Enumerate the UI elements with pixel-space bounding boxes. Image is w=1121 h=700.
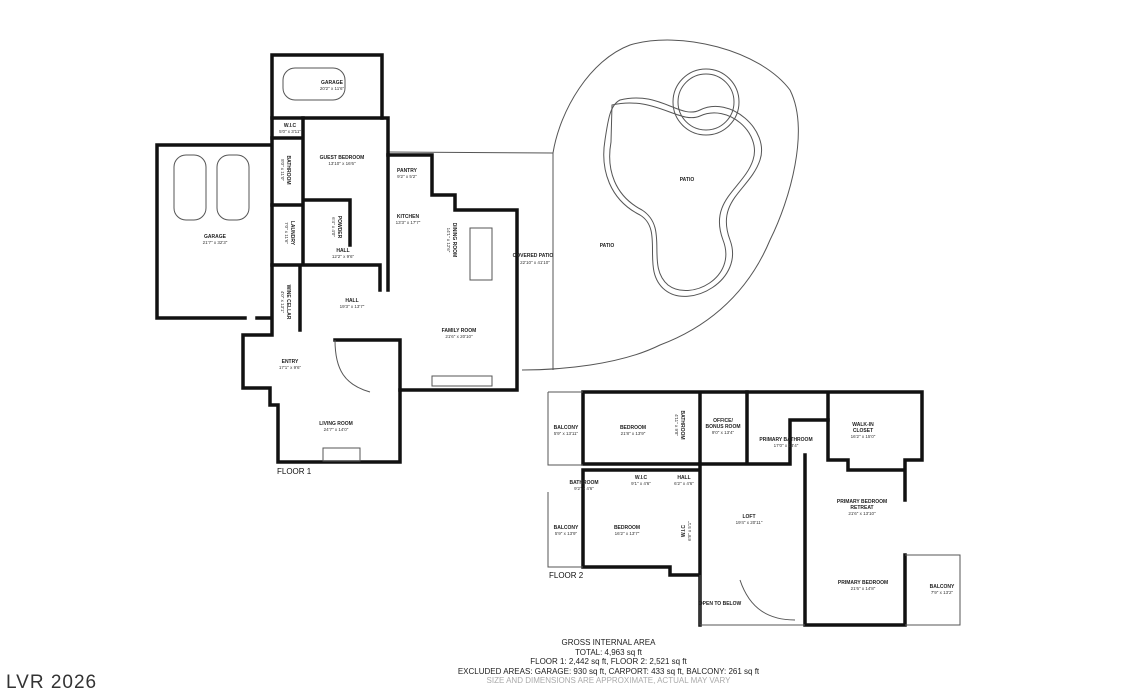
room-label: BATHROOM [569, 480, 598, 486]
room-dimensions: 5'9" x 13'9" [555, 531, 578, 536]
room-label: RETREAT [850, 505, 873, 511]
room-dimensions: 22'10" x 41'10" [520, 260, 550, 265]
fireplace [322, 447, 361, 462]
room-label: WINE CELLAR [285, 285, 291, 320]
floor-2-walls [547, 390, 961, 627]
room-label: POWDER [336, 216, 342, 239]
room-label: BEDROOM [620, 425, 646, 431]
room-label: DINING ROOM [451, 223, 457, 257]
floor-1-title: FLOOR 1 [277, 467, 312, 476]
room-label: PATIO [600, 243, 615, 249]
room-label: FAMILY ROOM [442, 328, 477, 334]
room-label: KITCHEN [397, 214, 420, 220]
room-label: W.I.C [681, 525, 687, 538]
room-label: HALL [336, 248, 349, 254]
car-icon [216, 154, 250, 221]
room-label: PRIMARY BEDROOM [838, 580, 888, 586]
room-dimensions: 24'7" x 14'0" [324, 427, 349, 432]
floor-2-labels: BALCONY 5'9" x 13'11" BEDROOM 21'8" x 13… [549, 410, 955, 607]
room-label: PATIO [680, 177, 695, 183]
room-dimensions: 9'2" x 5'2" [397, 174, 417, 179]
room-dimensions: 5'9" x 13'11" [554, 431, 579, 436]
room-label: GUEST BEDROOM [320, 155, 365, 161]
room-dimensions: 17'0" x 13'4" [774, 443, 799, 448]
car-icon [173, 154, 207, 221]
room-dimensions: 21'7" x 32'3" [203, 240, 228, 245]
room-dimensions: 16'2" x 15'0" [851, 434, 876, 439]
area-summary: GROSS INTERNAL AREA TOTAL: 4,963 sq ft F… [0, 638, 1121, 686]
area-title: GROSS INTERNAL AREA [561, 638, 656, 647]
car-icon [282, 67, 346, 101]
room-dimensions: 4'11" x 9'8" [674, 414, 679, 436]
room-dimensions: 21'8" x 13'9" [621, 431, 646, 436]
room-label: ENTRY [282, 359, 299, 365]
room-dimensions: 12'2" x 9'6" [332, 254, 355, 259]
room-dimensions: 16'2" x 13'7" [615, 531, 640, 536]
room-dimensions: 5'0" x 3'11" [279, 129, 301, 134]
room-dimensions: 21'6" x 20'10" [445, 334, 473, 339]
room-dimensions: 17'1" x 9'6" [279, 365, 302, 370]
room-label: GARAGE [204, 234, 227, 240]
room-dimensions: 19'4" x 20'11" [736, 520, 763, 525]
room-label: HALL [345, 298, 358, 304]
room-dimensions: 6'8" x 5'1" [687, 521, 692, 541]
floor-2-title: FLOOR 2 [549, 571, 584, 580]
room-label: LIVING ROOM [319, 421, 353, 427]
room-dimensions: 21'6" x 14'8" [851, 586, 876, 591]
room-dimensions: 7'0" x 11'6" [284, 222, 289, 244]
area-floors: FLOOR 1: 2,442 sq ft, FLOOR 2: 2,521 sq … [530, 657, 687, 666]
room-label: BEDROOM [614, 525, 640, 531]
room-label: COVERED PATIO [513, 253, 554, 259]
room-dimensions: 20'2" x 11'6" [320, 86, 345, 91]
room-label: PRIMARY BATHROOM [759, 437, 812, 443]
room-label: BALCONY [930, 584, 955, 590]
room-label: BALCONY [554, 425, 579, 431]
room-label: BALCONY [554, 525, 579, 531]
room-dimensions: 6'4" x 4'0" [331, 217, 336, 237]
room-dimensions: 8'0" x 11'0" [280, 159, 285, 181]
room-label: HALL [677, 475, 690, 481]
room-label: W.I.C [635, 475, 648, 481]
room-label: GARAGE [321, 80, 344, 86]
room-dimensions: 21'6" x 13'10" [848, 511, 876, 516]
room-dimensions: 9'0" x 13'4" [712, 430, 735, 435]
room-dimensions: 4'0" x 13'1" [280, 291, 285, 314]
area-total: TOTAL: 4,963 sq ft [575, 647, 642, 657]
room-dimensions: 19'3" x 13'7" [340, 304, 365, 309]
room-label: PANTRY [397, 168, 418, 174]
area-excluded: EXCLUDED AREAS: GARAGE: 930 sq ft, CARPO… [457, 666, 760, 676]
room-label: LOFT [742, 514, 755, 520]
room-dimensions: 7'9" x 13'2" [931, 590, 954, 595]
room-label: PRIMARY BEDROOM [837, 499, 887, 505]
fireplace [431, 375, 493, 387]
pool [603, 97, 763, 297]
room-dimensions: 14'1" x 12'6" [446, 228, 451, 253]
pool-area [387, 39, 799, 371]
room-label: CLOSET [853, 428, 873, 434]
room-dimensions: 9'2" x 4'6" [574, 486, 594, 491]
area-disclaimer: SIZE AND DIMENSIONS ARE APPROXIMATE, ACT… [486, 676, 731, 685]
room-dimensions: 9'1" x 4'6" [631, 481, 651, 486]
spa [672, 68, 740, 136]
floor-1-labels: GARAGE 20'2" x 11'6" GARAGE 21'7" x 32'3… [203, 80, 695, 476]
room-label: BATHROOM [679, 410, 685, 439]
floor-1-walls [155, 53, 519, 464]
room-dimensions: 13'10" x 16'6" [328, 161, 356, 166]
watermark: LVR 2026 [6, 672, 98, 693]
room-label: BONUS ROOM [706, 424, 741, 430]
room-label: OFFICE/ [713, 418, 733, 424]
room-label: WALK-IN [852, 422, 874, 428]
room-dimensions: 13'3" x 17'7" [396, 220, 421, 225]
room-label: LAUNDRY [289, 221, 295, 246]
room-label: W.I.C [284, 123, 297, 129]
room-dimensions: 6'2" x 4'6" [674, 481, 694, 486]
dining-table [469, 227, 493, 281]
room-label: BATHROOM [285, 155, 291, 184]
room-label: OPEN TO BELOW [699, 601, 742, 607]
